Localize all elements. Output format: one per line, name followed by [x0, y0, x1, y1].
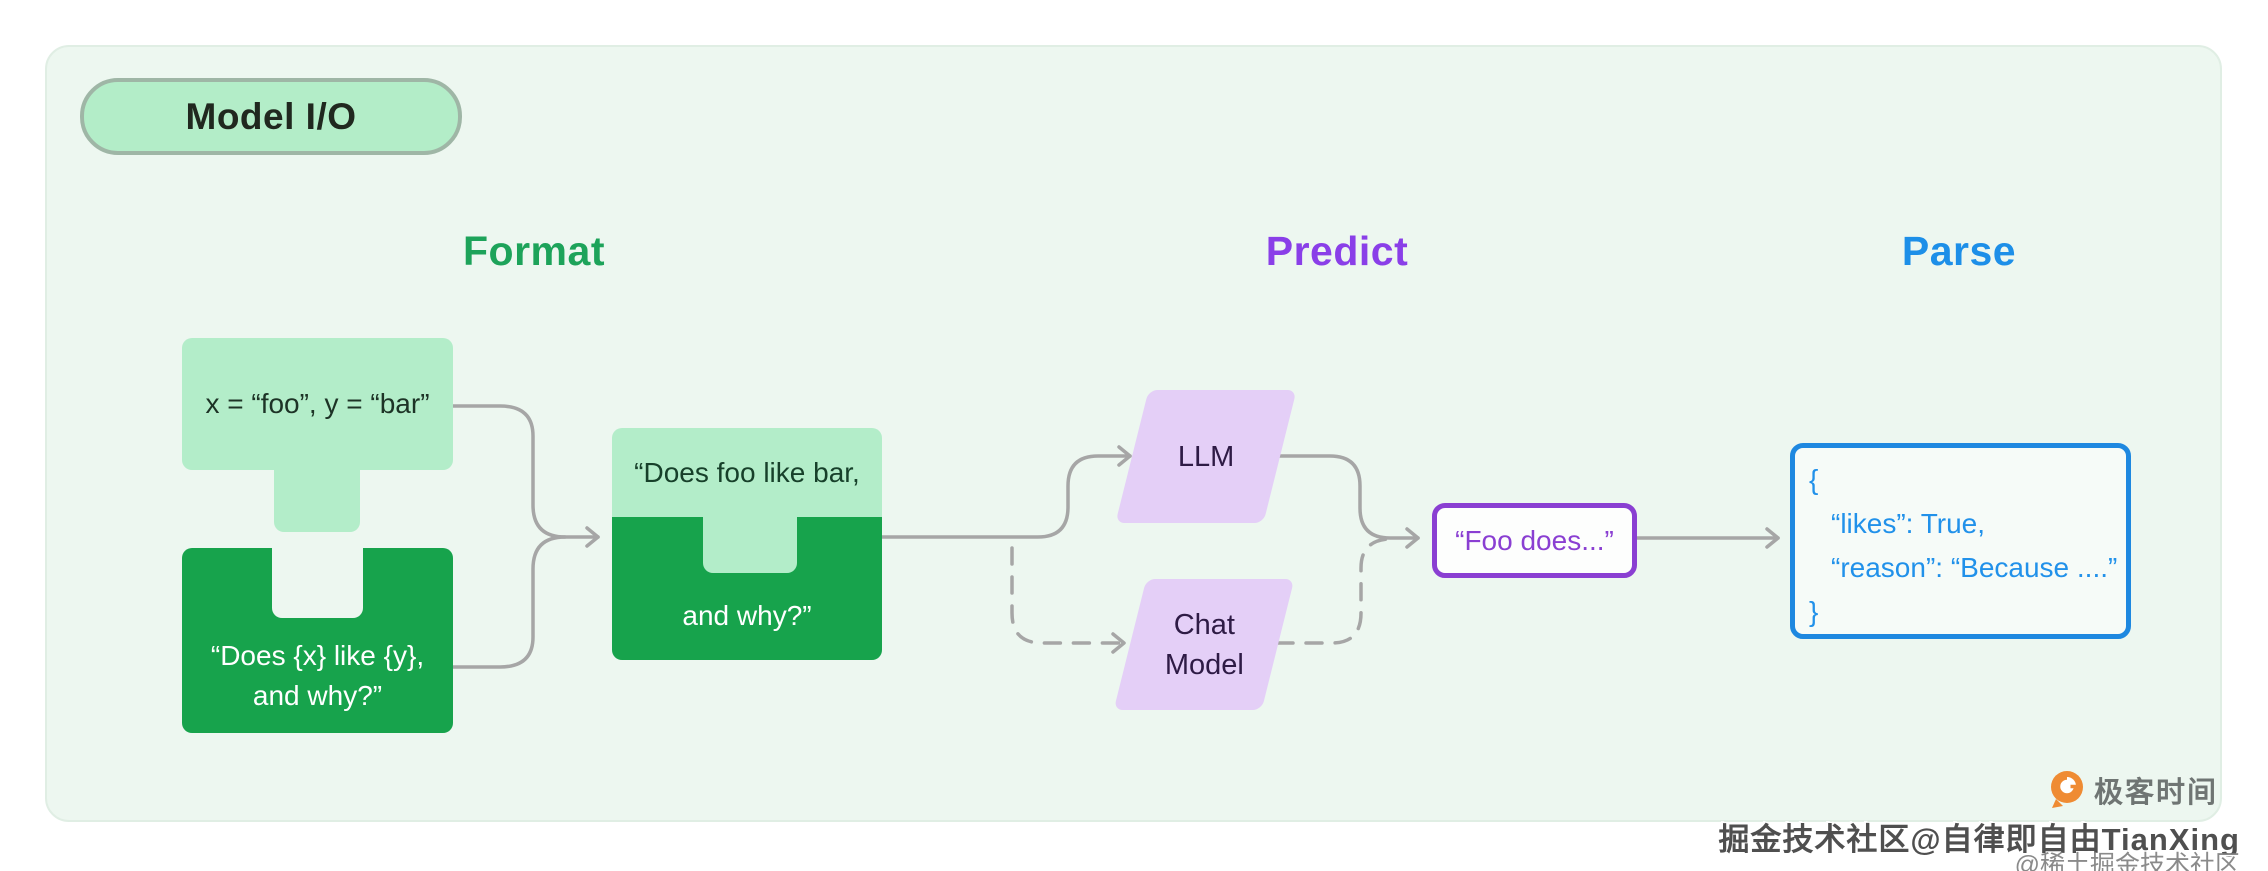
connector-llm-to-completion	[1277, 454, 1420, 549]
watermark-community-author: 掘金技术社区@自律即自由TianXing	[1718, 822, 2240, 857]
geektime-logo: 极客时间	[2046, 768, 2218, 812]
chat-model-line-2: Model	[1164, 648, 1244, 681]
model-io-badge: Model I/O	[80, 78, 462, 155]
prompt-box-tab	[703, 517, 797, 573]
json-line-likes: “likes”: True,	[1831, 508, 1986, 539]
prompt-box-top: “Does foo like bar,	[612, 428, 882, 518]
column-header-parse: Parse	[1901, 228, 2017, 274]
connector-prompt-to-llm	[880, 445, 1132, 539]
llm-label: LLM	[1177, 440, 1235, 473]
completion-box: “Foo does...”	[1432, 503, 1637, 578]
template-box-text: “Does {x} like {y}, and why?”	[182, 618, 453, 733]
parsed-output-box: { “likes”: True, “reason”: “Because ....…	[1790, 443, 2131, 639]
chat-model-line-1: Chat	[1173, 608, 1235, 641]
column-header-predict: Predict	[1265, 228, 1409, 274]
template-box-notch	[272, 548, 363, 618]
geektime-logo-text: 极客时间	[2094, 777, 2219, 809]
connector-template-to-prompt	[451, 535, 567, 669]
column-header-format: Format	[463, 228, 605, 274]
json-line-close-brace: }	[1809, 596, 1819, 627]
chat-model-label: Chat Model	[1165, 605, 1244, 685]
connector-prompt-to-chat	[1010, 546, 1126, 654]
geektime-logo-icon	[2051, 771, 2083, 808]
watermark-juejin: @稀土掘金技术社区	[2014, 851, 2240, 871]
connector-variables-to-prompt	[451, 404, 600, 548]
json-line-open-brace: {	[1809, 464, 1819, 495]
connector-chat-to-completion	[1275, 537, 1390, 645]
json-line-reason: “reason”: “Because ....”	[1831, 552, 2118, 583]
prompt-box-bottom-text: and why?”	[682, 600, 812, 631]
template-line-1: “Does {x} like {y},	[210, 639, 425, 671]
variables-box-tab	[274, 468, 360, 532]
template-line-2: and why?”	[252, 679, 383, 711]
variables-box: x = “foo”, y = “bar”	[182, 338, 453, 470]
